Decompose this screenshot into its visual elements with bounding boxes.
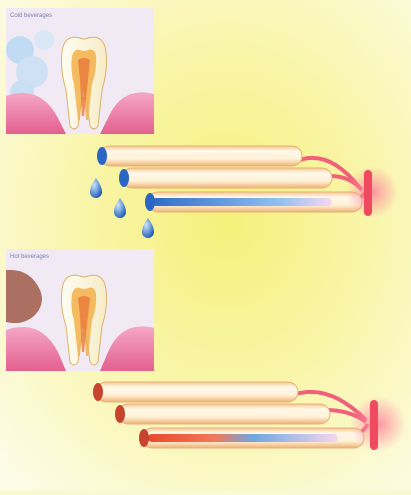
dentin-tubule: [122, 168, 332, 188]
nerve-ending-icon: [364, 170, 372, 216]
tubule-opening: [119, 169, 129, 187]
hot-fluid-flow: [148, 434, 338, 442]
tubule-opening: [139, 429, 149, 447]
hot-panel-label: Hot beverages: [10, 254, 49, 260]
tubule-opening: [97, 147, 107, 165]
tubule-opening: [145, 193, 155, 211]
cold-fluid-flow: [152, 198, 332, 206]
dentin-tubule: [96, 382, 298, 402]
tubule-opening: [115, 405, 125, 423]
nerve-ending-icon: [370, 400, 378, 450]
cold-panel-label: Cold beverages: [10, 13, 52, 19]
hot-panel: Hot beverages: [6, 249, 154, 371]
cold-panel: Cold beverages: [6, 8, 154, 134]
dentin-tubule: [100, 146, 302, 166]
tubule-opening: [93, 383, 103, 401]
dentin-tubule: [118, 404, 330, 424]
